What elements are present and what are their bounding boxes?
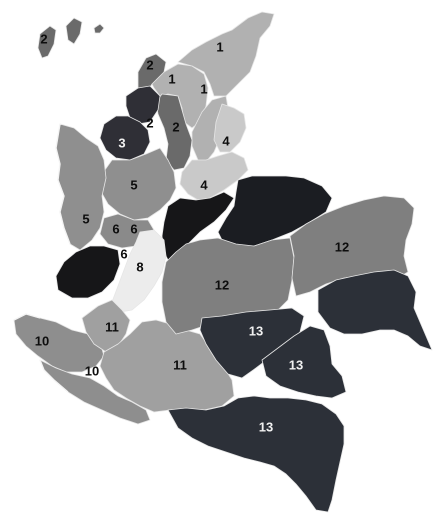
region-caqueta-putumayo	[99, 319, 235, 413]
zone-label: 6	[120, 246, 127, 261]
region-choco	[55, 123, 107, 251]
region-cauca-interior	[81, 299, 131, 353]
region-santander	[179, 151, 249, 201]
region-arauca-casanare	[217, 175, 333, 249]
zone-label: 6	[112, 221, 119, 236]
region-amazonas	[167, 395, 345, 513]
zone-label: 12	[335, 239, 349, 254]
region-antioquia	[99, 147, 177, 221]
zone-label: 3	[118, 135, 125, 150]
zone-label: 6	[130, 221, 137, 236]
zone-label: 10	[35, 333, 49, 348]
region-santander-norte	[213, 103, 247, 153]
zone-label: 2	[40, 31, 47, 46]
zone-label: 4	[200, 177, 208, 192]
zone-label: 1	[168, 71, 175, 86]
zone-label: 5	[130, 177, 137, 192]
coastline-highlight	[13, 123, 71, 393]
zone-label: 10	[85, 363, 99, 378]
regions-layer	[13, 11, 433, 513]
region-sucre	[125, 85, 161, 125]
zone-label: 13	[249, 323, 263, 338]
zone-label: 11	[105, 319, 119, 334]
zone-label: 8	[136, 259, 143, 274]
zone-label: 1	[200, 81, 207, 96]
region-cauca	[13, 313, 105, 373]
zone-label: 1	[216, 39, 223, 54]
zone-label: 4	[222, 133, 230, 148]
zone-label: 2	[172, 119, 179, 134]
region-san-andres	[37, 17, 105, 59]
region-valle	[55, 245, 121, 299]
region-tolima-huila	[111, 229, 167, 313]
zone-label: 5	[82, 211, 89, 226]
region-meta	[161, 237, 295, 335]
region-guajira	[177, 11, 275, 97]
zone-label: 11	[173, 357, 187, 372]
region-cordoba	[99, 115, 151, 161]
region-vaupes	[261, 325, 347, 399]
zone-label: 13	[289, 357, 303, 372]
zone-label: 2	[146, 115, 153, 130]
region-guainia	[317, 269, 433, 351]
region-bolivar	[155, 93, 193, 171]
zone-label: 12	[215, 277, 229, 292]
zone-label: 13	[259, 419, 273, 434]
zone-label: 2	[146, 57, 153, 72]
